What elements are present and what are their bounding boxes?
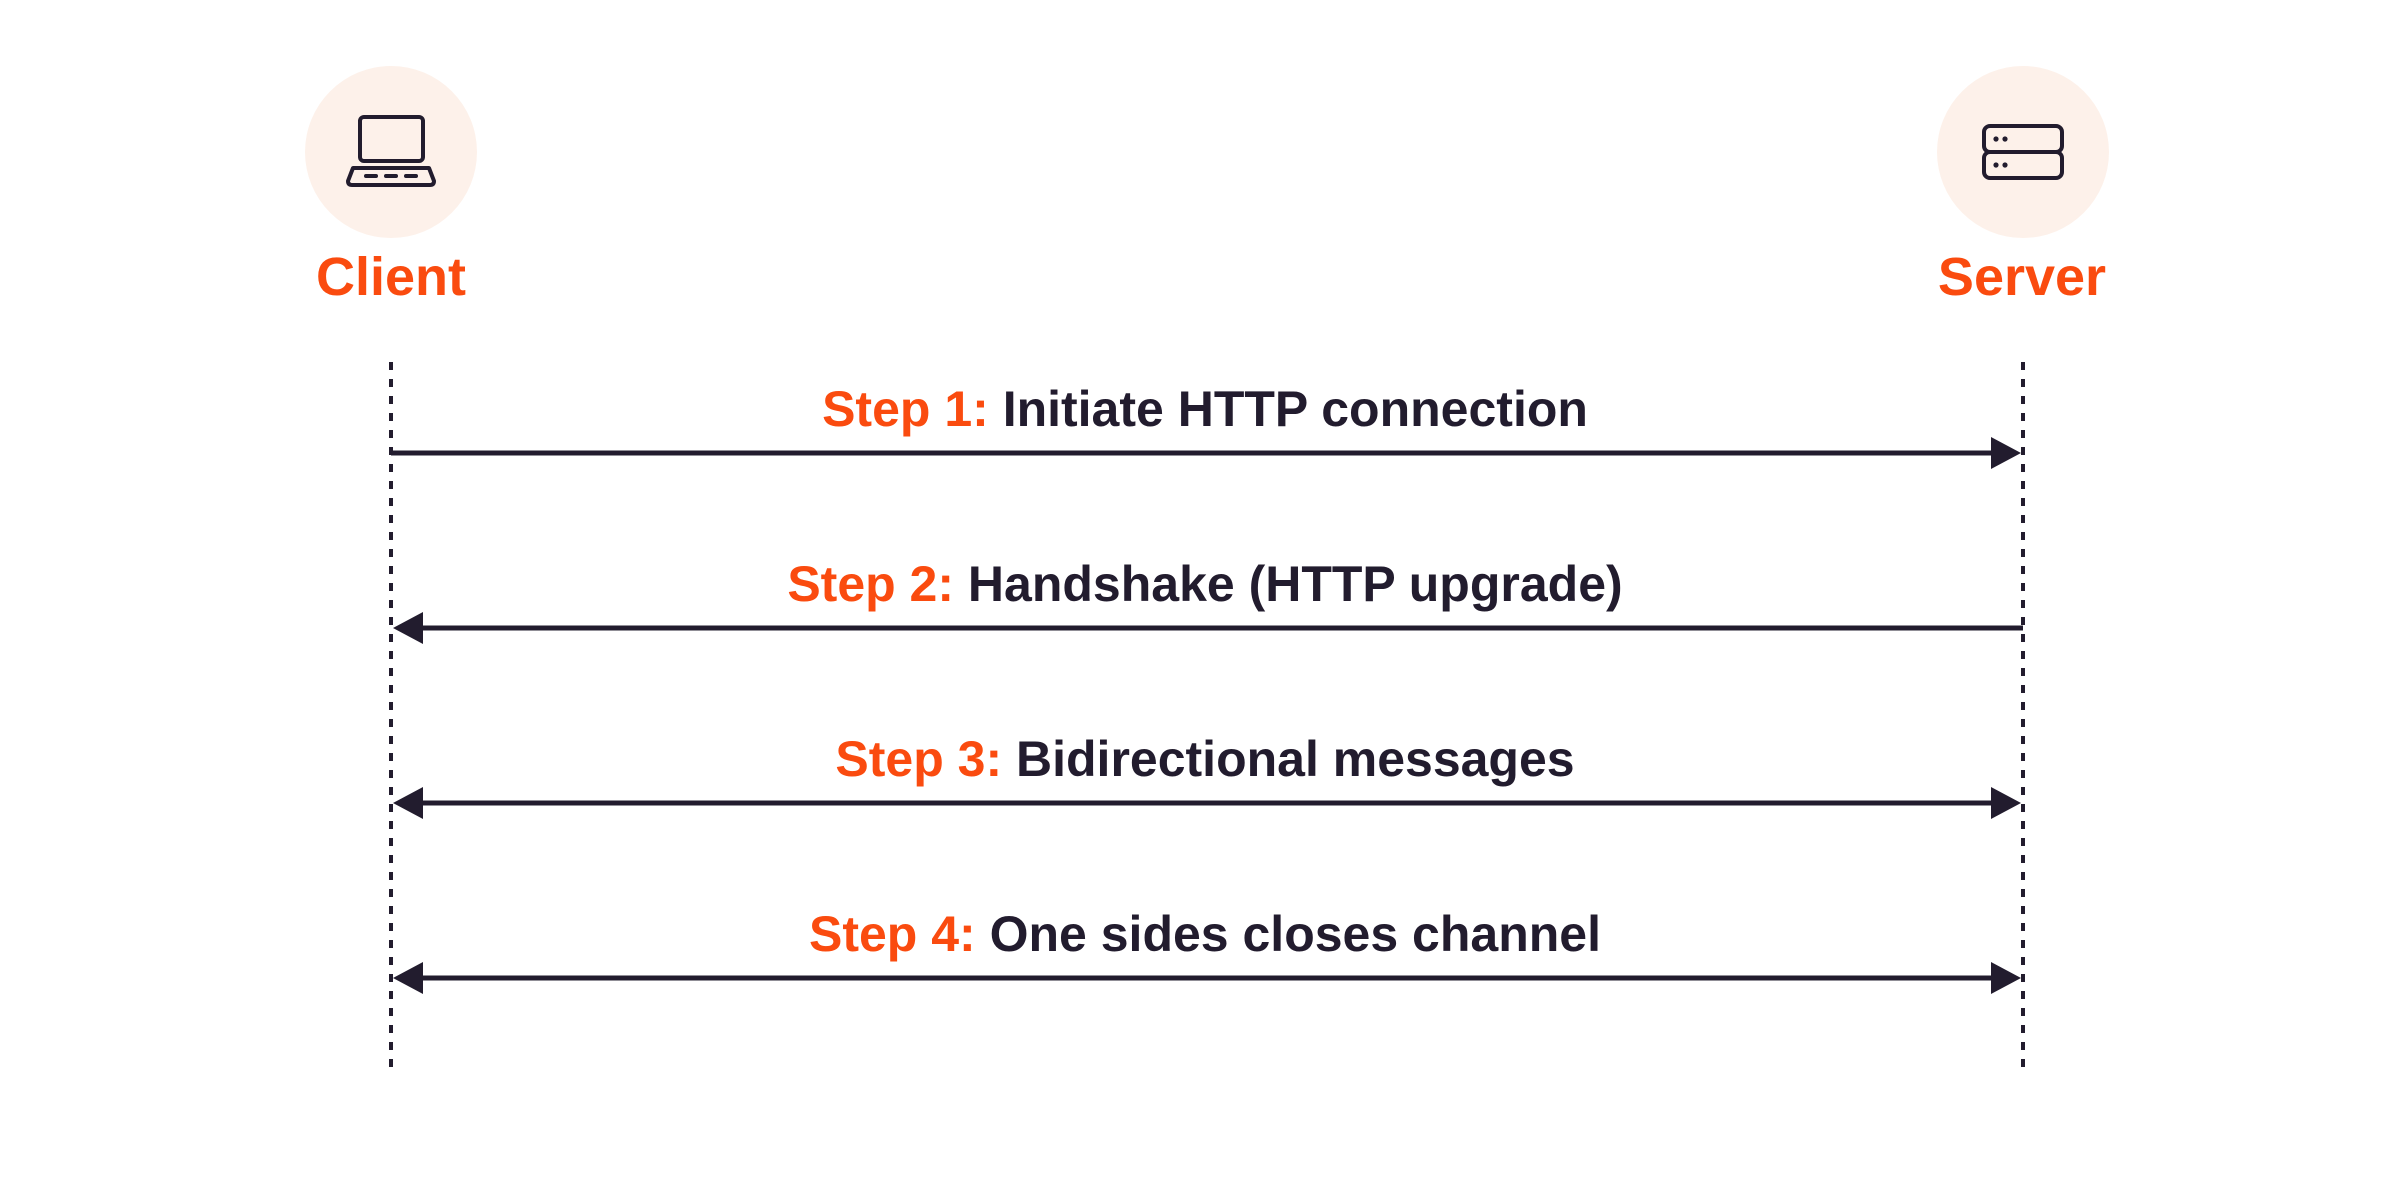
step-3-arrowhead-left bbox=[393, 787, 423, 819]
step-4-number: Step 4: bbox=[809, 906, 976, 962]
step-2-text: Handshake (HTTP upgrade) bbox=[967, 556, 1623, 612]
step-4-arrowhead-right bbox=[1991, 962, 2021, 994]
step-2-label: Step 2: Handshake (HTTP upgrade) bbox=[390, 559, 2020, 609]
step-3-number: Step 3: bbox=[835, 731, 1003, 787]
step-3-arrow bbox=[393, 787, 2021, 819]
server-icon-badge bbox=[1937, 66, 2109, 238]
laptop-icon bbox=[305, 66, 477, 238]
client-label: Client bbox=[315, 247, 466, 307]
step-2-number: Step 2: bbox=[787, 556, 955, 612]
step-4-arrowhead-left bbox=[393, 962, 423, 994]
step-3-text: Bidirectional messages bbox=[1016, 731, 1575, 787]
server-label: Server bbox=[1937, 247, 2107, 307]
step-3-arrowhead-right bbox=[1991, 787, 2021, 819]
client-icon-badge bbox=[305, 66, 477, 238]
step-1-arrow bbox=[391, 437, 2021, 469]
step-1-text: Initiate HTTP connection bbox=[1002, 381, 1588, 437]
step-1-label: Step 1: Initiate HTTP connection bbox=[390, 384, 2020, 434]
step-4-text: One sides closes channel bbox=[989, 906, 1601, 962]
step-4-label: Step 4: One sides closes channel bbox=[390, 909, 2020, 959]
step-3-label: Step 3: Bidirectional messages bbox=[390, 734, 2020, 784]
step-2-arrowhead-left bbox=[393, 612, 423, 644]
server-icon bbox=[1937, 66, 2109, 238]
step-2-arrow bbox=[393, 612, 2023, 644]
step-1-arrowhead-right bbox=[1991, 437, 2021, 469]
step-4-arrow bbox=[393, 962, 2021, 994]
step-1-number: Step 1: bbox=[822, 381, 989, 437]
